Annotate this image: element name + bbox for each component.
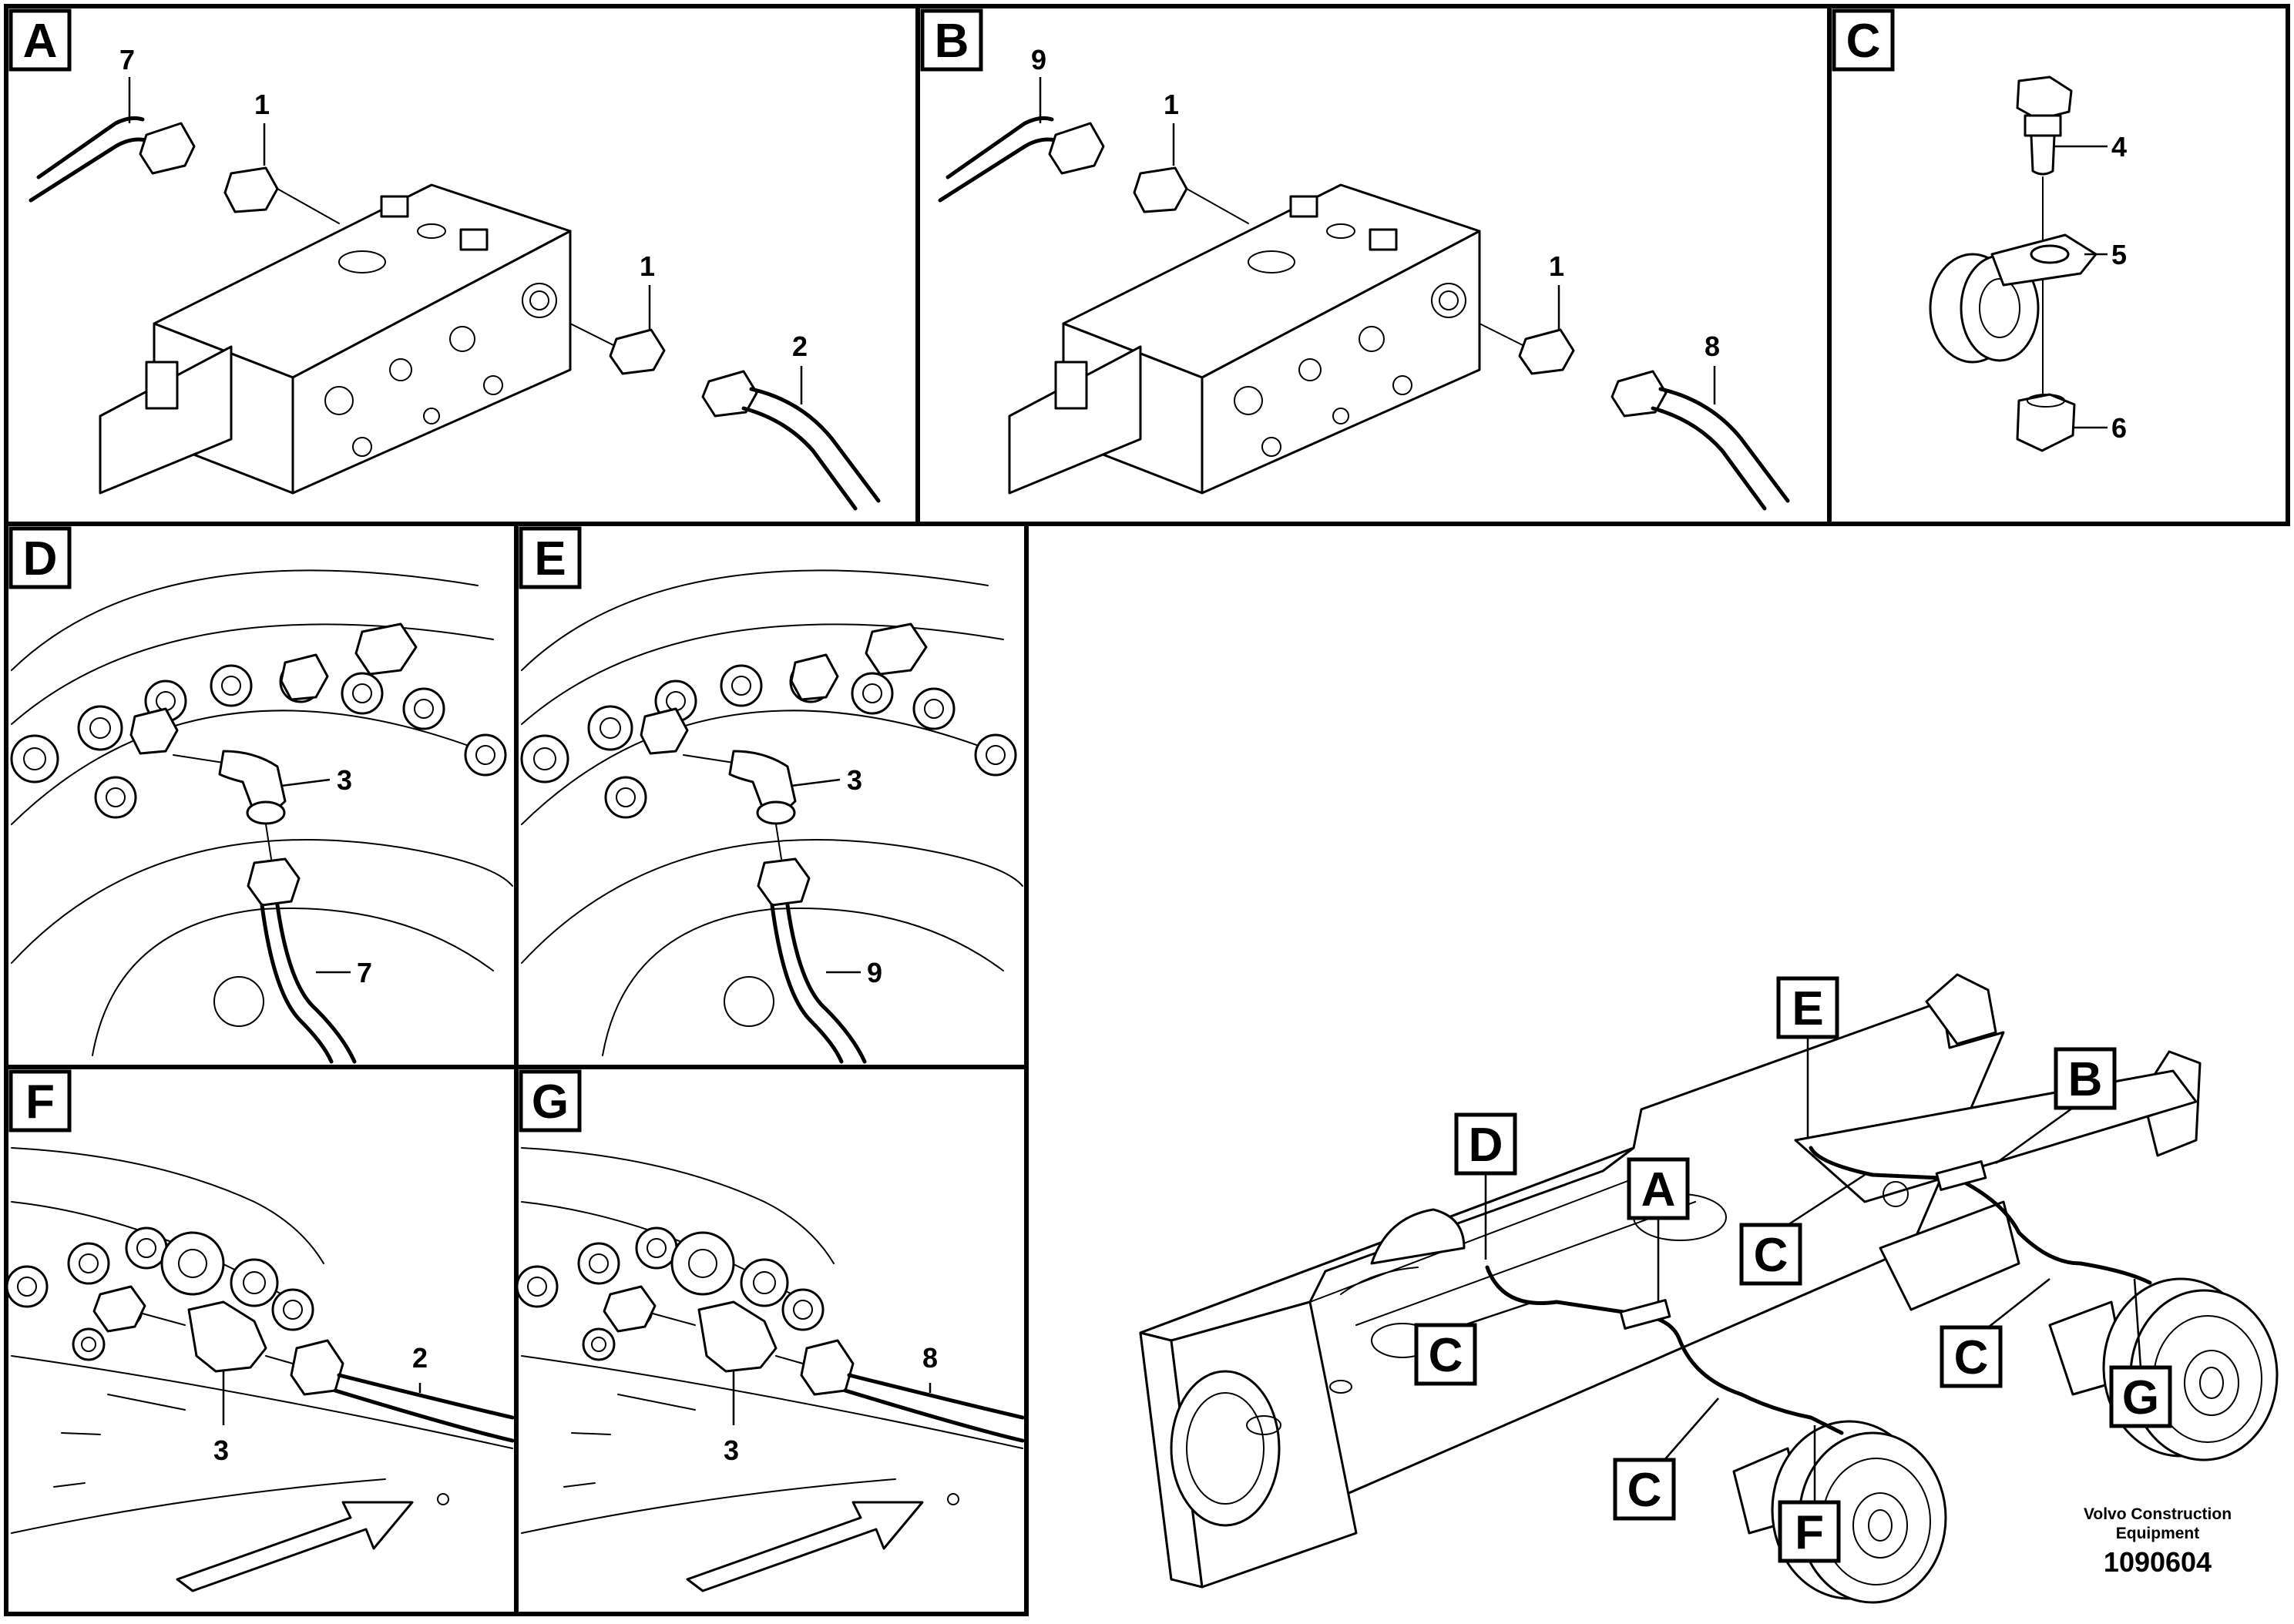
panel-e-label: E bbox=[534, 532, 566, 586]
panel-c-label: C bbox=[1846, 15, 1881, 68]
company-line-2: Equipment bbox=[2116, 1525, 2200, 1542]
direction-arrow-f bbox=[176, 1501, 414, 1592]
svg-text:F: F bbox=[1795, 1506, 1824, 1559]
front-wheel-hub bbox=[1732, 1420, 1947, 1604]
overview-tag-c-4: C bbox=[1613, 1398, 1719, 1521]
overview-tag-e: E bbox=[1776, 976, 1839, 1139]
pipe-2-a bbox=[569, 323, 881, 511]
svg-text:D: D bbox=[1469, 1119, 1503, 1172]
panel-d: D bbox=[4, 522, 519, 1069]
pipe-9-b bbox=[938, 116, 1249, 224]
panel-e: E bbox=[514, 522, 1029, 1069]
valve-block-a bbox=[99, 183, 572, 495]
panel-c: C 4 5 6 bbox=[1827, 4, 2290, 526]
svg-text:C: C bbox=[1627, 1464, 1662, 1517]
pipe-2-f bbox=[333, 1373, 515, 1443]
panel-b-label: B bbox=[935, 15, 969, 68]
fitting-3-g bbox=[603, 1285, 855, 1396]
callout-f-2: 3 bbox=[213, 1434, 229, 1466]
callout-c-3: 6 bbox=[2111, 412, 2127, 444]
svg-text:C: C bbox=[1754, 1229, 1789, 1282]
panel-g: G bbox=[514, 1065, 1029, 1616]
overview-tag-c-2: C bbox=[1414, 1300, 1534, 1386]
partial-wheel-left bbox=[1370, 1208, 1466, 1265]
company-line-1: Volvo Construction bbox=[2084, 1505, 2232, 1523]
svg-text:A: A bbox=[1641, 1163, 1676, 1216]
svg-text:C: C bbox=[1429, 1329, 1463, 1382]
panel-b: B 9 1 bbox=[915, 4, 1832, 526]
footer: Volvo Construction Equipment 1090604 bbox=[2084, 1505, 2232, 1578]
pipe-8-g bbox=[843, 1373, 1025, 1443]
direction-arrow-g bbox=[686, 1501, 924, 1592]
valve-block-b bbox=[1008, 183, 1481, 495]
callout-g-2: 3 bbox=[724, 1434, 739, 1466]
brake-lines-overview bbox=[1485, 1146, 2152, 1435]
callout-b-1: 9 bbox=[1031, 44, 1046, 75]
callout-g-1: 8 bbox=[922, 1342, 938, 1374]
hub-d bbox=[10, 569, 513, 1056]
overview-tag-d: D bbox=[1454, 1112, 1517, 1260]
callout-c-1: 4 bbox=[2111, 131, 2127, 163]
pipe-7-d bbox=[260, 903, 357, 1064]
doc-number: 1090604 bbox=[2104, 1546, 2212, 1578]
callout-d-1: 3 bbox=[337, 764, 352, 796]
svg-text:E: E bbox=[1792, 982, 1823, 1035]
hub-f bbox=[5, 1147, 513, 1534]
callout-a-1: 7 bbox=[119, 44, 135, 75]
pipe-7-a bbox=[29, 116, 340, 224]
callout-e-2: 9 bbox=[867, 957, 882, 988]
callout-f-1: 2 bbox=[412, 1342, 428, 1374]
overview-tag-c-3: C bbox=[1940, 1278, 2050, 1388]
overview-tag-a: A bbox=[1627, 1157, 1690, 1302]
panel-d-label: D bbox=[23, 532, 58, 586]
hub-g bbox=[516, 1147, 1023, 1534]
callout-c-2: 5 bbox=[2111, 239, 2127, 270]
svg-text:C: C bbox=[1954, 1331, 1989, 1384]
svg-text:B: B bbox=[2068, 1053, 2103, 1106]
panel-f-label: F bbox=[25, 1075, 55, 1129]
panel-a-label: A bbox=[23, 15, 58, 68]
overview-tag-f: F bbox=[1778, 1425, 1841, 1563]
elbow-3-d bbox=[173, 750, 301, 907]
overview-tag-g: G bbox=[2109, 1278, 2172, 1428]
bolt-4 bbox=[2016, 75, 2108, 176]
callout-b-3: 1 bbox=[1549, 250, 1564, 282]
elbow-3-e bbox=[683, 750, 811, 907]
callout-e-1: 3 bbox=[847, 764, 862, 796]
overview-tag-c-1: C bbox=[1739, 1173, 1866, 1286]
machine-overview: E B D A C C C bbox=[1139, 973, 2279, 1604]
callout-d-2: 7 bbox=[357, 957, 372, 988]
pipe-8-b bbox=[1479, 323, 1790, 511]
fitting-3-f bbox=[92, 1285, 344, 1396]
callout-b-2: 1 bbox=[1164, 89, 1179, 120]
nut-6 bbox=[2016, 393, 2108, 452]
panel-g-label: G bbox=[532, 1075, 569, 1129]
overview-tag-b: B bbox=[1995, 1047, 2117, 1165]
callout-a-4: 2 bbox=[792, 331, 808, 362]
panel-f: F bbox=[4, 1065, 519, 1616]
callout-a-2: 1 bbox=[254, 89, 270, 120]
pipe-9-e bbox=[770, 903, 867, 1064]
hub-e bbox=[520, 569, 1023, 1056]
clamp-5 bbox=[1929, 233, 2108, 364]
svg-text:G: G bbox=[2122, 1371, 2159, 1424]
panel-a: A 7 1 bbox=[4, 4, 920, 526]
callout-a-3: 1 bbox=[640, 250, 655, 282]
callout-b-4: 8 bbox=[1705, 331, 1720, 362]
